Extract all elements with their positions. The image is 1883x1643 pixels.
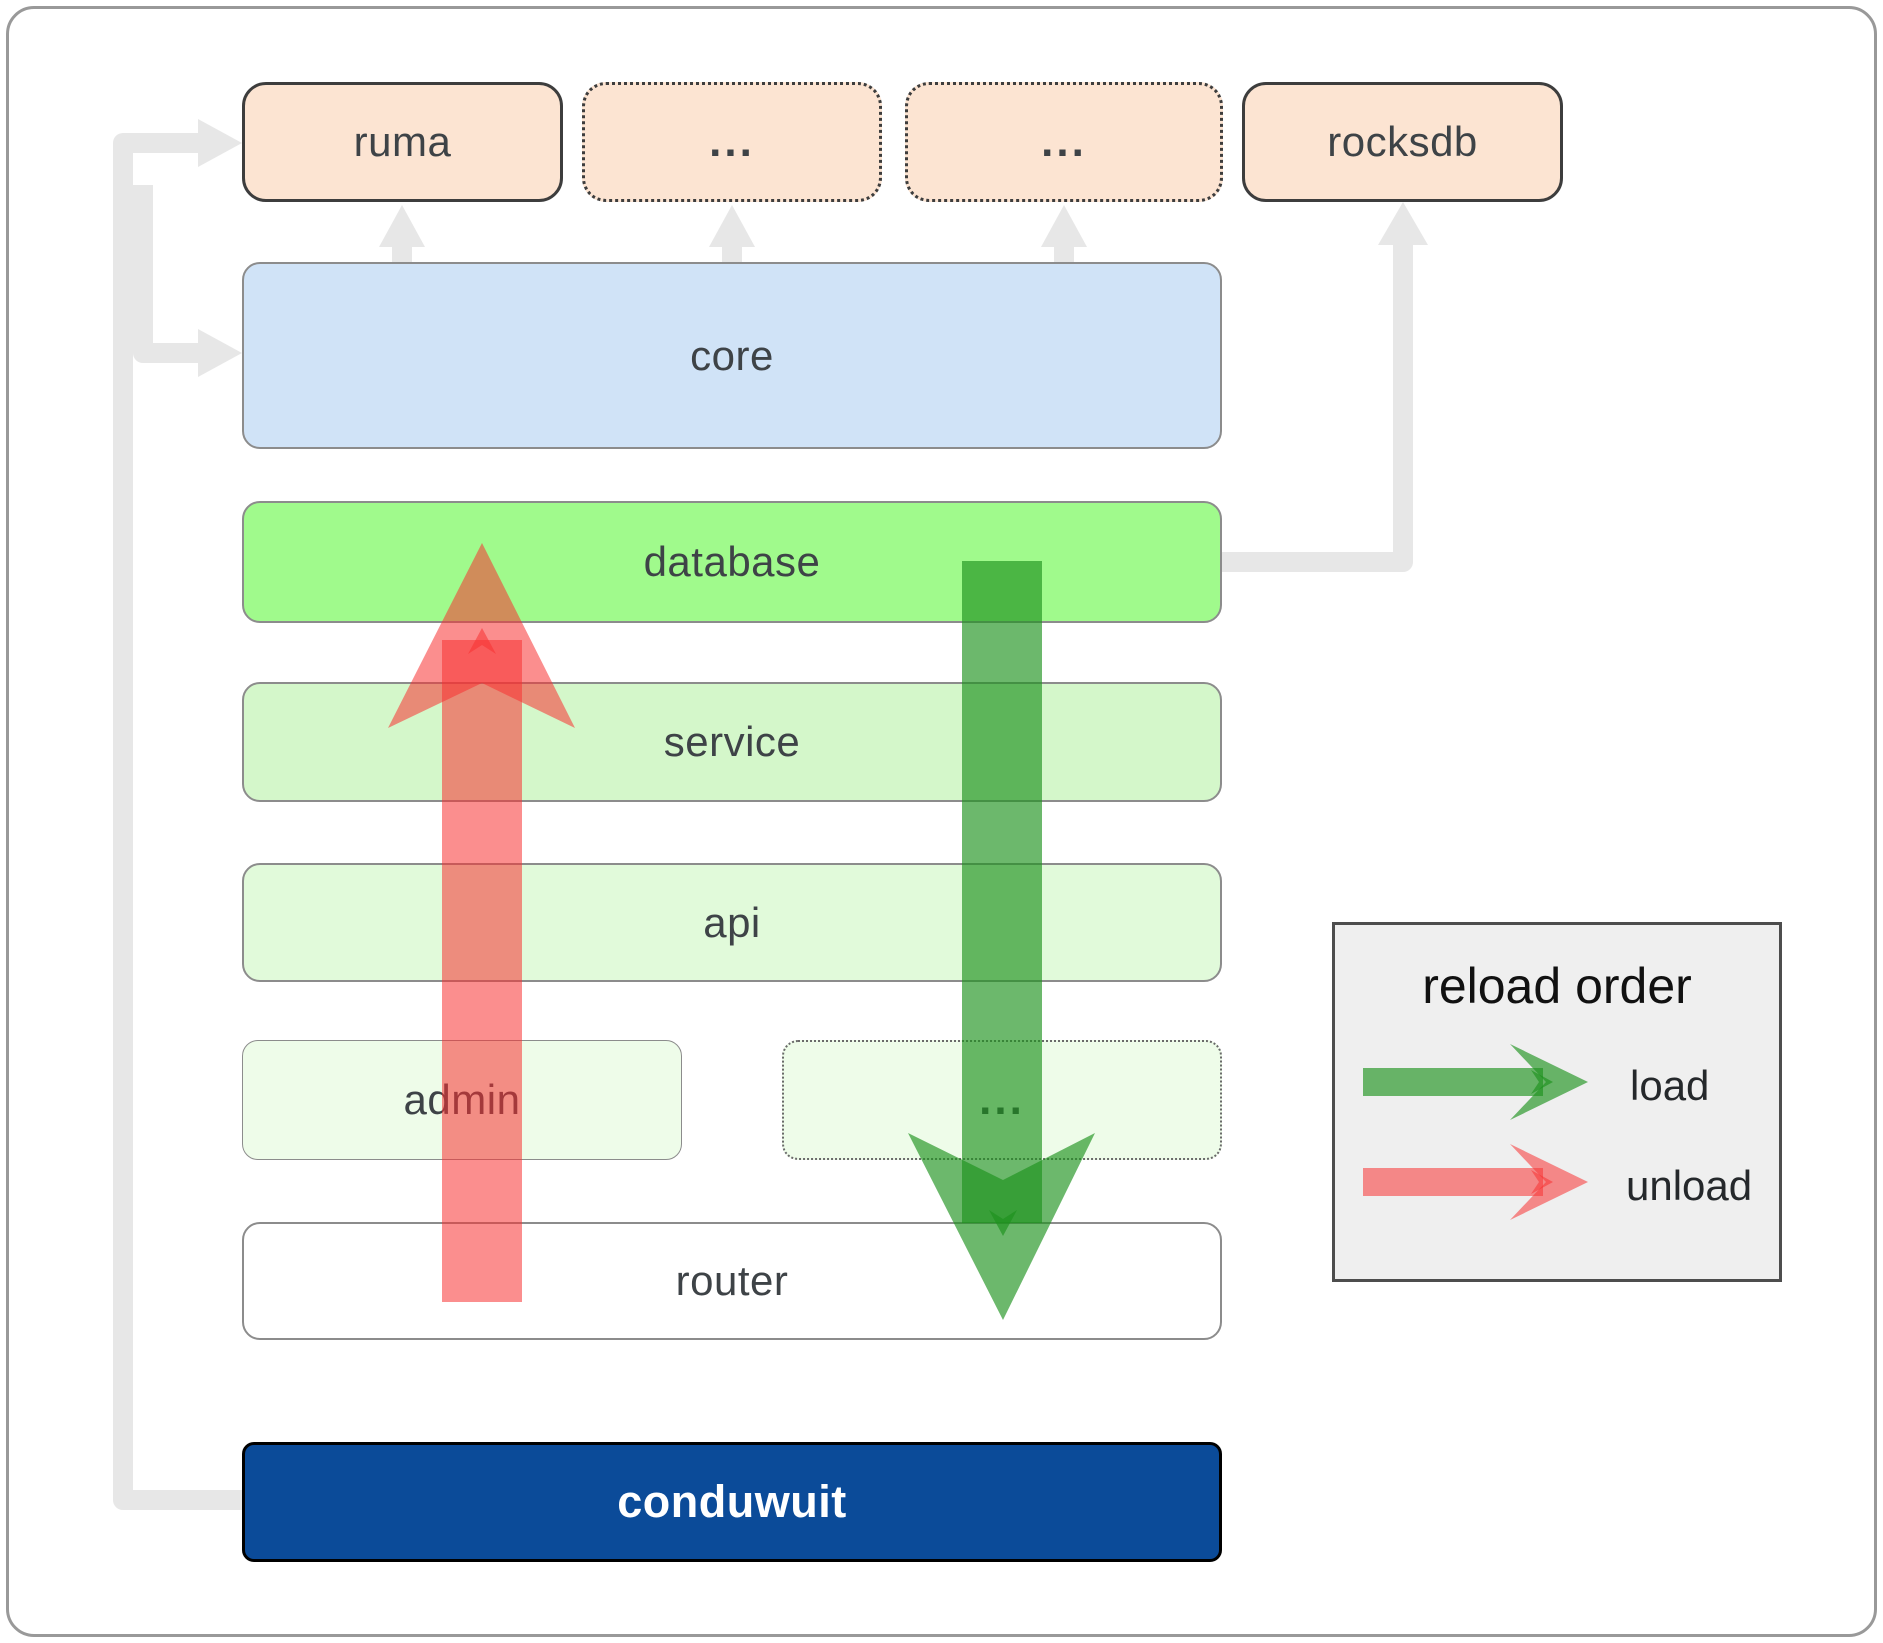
- load-arrow-icon: [1363, 1044, 1588, 1120]
- diagram-outer-frame: [6, 6, 1877, 1637]
- node-ruma: ruma: [242, 82, 563, 202]
- node-database-label: database: [643, 538, 821, 585]
- node-router: router: [242, 1222, 1222, 1340]
- node-ruma-label: ruma: [353, 118, 452, 165]
- node-ellipsis-top-1-label: ...: [709, 117, 755, 166]
- node-ellipsis-admin-label: ...: [979, 1075, 1025, 1124]
- node-service-label: service: [663, 718, 801, 765]
- node-admin: admin: [242, 1040, 682, 1160]
- legend-reload-order: reload order load unload: [1332, 922, 1782, 1282]
- node-router-label: router: [675, 1257, 789, 1304]
- node-service: service: [242, 682, 1222, 802]
- node-rocksdb: rocksdb: [1242, 82, 1563, 202]
- node-ellipsis-top-2-label: ...: [1041, 117, 1087, 166]
- node-conduwuit-label: conduwuit: [617, 1476, 847, 1527]
- legend-load-label: load: [1630, 1062, 1710, 1109]
- node-conduwuit: conduwuit: [242, 1442, 1222, 1562]
- legend-title: reload order: [1422, 958, 1692, 1014]
- node-core-label: core: [690, 331, 774, 379]
- node-ellipsis-admin: ...: [782, 1040, 1222, 1160]
- node-ellipsis-top-2: ...: [905, 82, 1223, 202]
- node-rocksdb-label: rocksdb: [1327, 118, 1478, 165]
- node-database: database: [242, 501, 1222, 623]
- node-api-label: api: [703, 898, 761, 946]
- node-ellipsis-top-1: ...: [582, 82, 882, 202]
- node-core: core: [242, 262, 1222, 449]
- legend-unload-label: unload: [1626, 1162, 1753, 1209]
- node-api: api: [242, 863, 1222, 982]
- unload-arrow-icon: [1363, 1144, 1588, 1220]
- node-admin-label: admin: [403, 1076, 521, 1123]
